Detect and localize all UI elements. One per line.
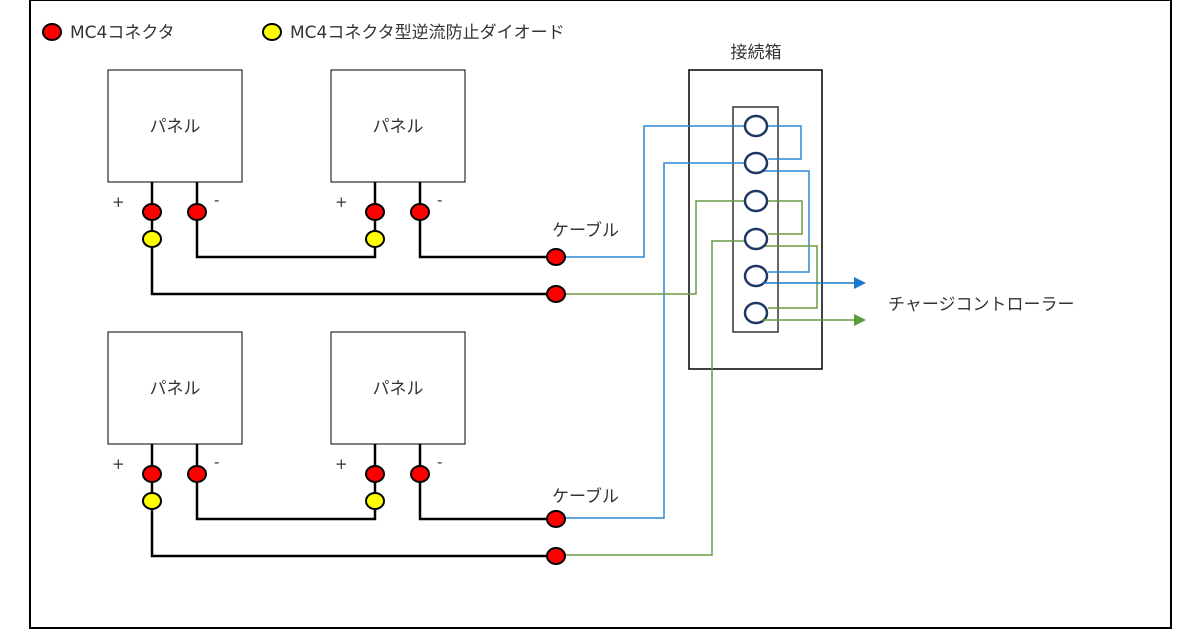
cable-connector-minus-icon	[546, 248, 566, 266]
diode-connector-icon	[365, 230, 385, 248]
diagram-frame	[29, 0, 1172, 629]
diode-connector-icon	[142, 492, 162, 510]
solar-panel: パネル + -	[330, 331, 466, 473]
cable-label-lower: ケーブル	[552, 486, 619, 507]
wire-lower-minus	[565, 162, 744, 519]
plus-label: +	[335, 455, 348, 473]
solar-panel: パネル + -	[107, 331, 243, 473]
terminal-icon	[743, 189, 769, 213]
mc4-connector-icon	[410, 465, 430, 483]
legend-label-connector: MC4コネクタ	[70, 23, 175, 43]
terminal-icon	[743, 151, 769, 175]
plus-label: +	[112, 193, 125, 211]
panel-label: パネル	[150, 379, 201, 399]
arrow-right-green-icon	[854, 314, 866, 326]
panel-box	[107, 331, 243, 445]
legend: MC4コネクタ MC4コネクタ型逆流防止ダイオード	[42, 23, 565, 43]
plus-label: +	[335, 193, 348, 211]
legend-label-diode: MC4コネクタ型逆流防止ダイオード	[290, 23, 565, 43]
wire-upper-minus	[565, 125, 744, 258]
mc4-connector-icon	[365, 465, 385, 483]
cable-wires	[565, 125, 818, 556]
minus-label: -	[437, 453, 442, 471]
plus-label: +	[112, 455, 125, 473]
diode-connector-icon	[365, 492, 385, 510]
junction-box: 接続箱	[688, 43, 823, 370]
terminal-icon	[743, 227, 769, 251]
bus-blue-2	[764, 170, 810, 273]
mc4-connector-icon	[187, 203, 207, 221]
terminal-strip	[732, 106, 779, 333]
bus-green-2	[764, 245, 818, 309]
mc4-connector-icon	[142, 203, 162, 221]
panel-label: パネル	[373, 379, 424, 399]
mc4-connector-icon	[187, 465, 207, 483]
cable-connector-plus-icon	[546, 285, 566, 303]
mc4-connector-icon	[142, 465, 162, 483]
red-connector-dot-icon	[42, 23, 62, 41]
wire-lower-plus	[565, 240, 744, 556]
cable-connector-plus-icon	[546, 547, 566, 565]
connectors-group	[142, 203, 566, 565]
panel-label: パネル	[373, 117, 424, 137]
cable-label-upper: ケーブル	[552, 220, 619, 241]
charge-controller-label: チャージコントローラー	[888, 295, 1075, 315]
mc4-connector-icon	[410, 203, 430, 221]
black-wires	[150, 182, 548, 558]
panel-box	[330, 331, 466, 445]
diode-connector-icon	[142, 230, 162, 248]
solar-panel: パネル + -	[330, 69, 466, 211]
minus-label: -	[214, 453, 219, 471]
junction-box-label: 接続箱	[731, 43, 782, 63]
bus-green-1	[768, 200, 803, 235]
solar-panel: パネル + -	[107, 69, 243, 211]
terminal-icon	[743, 114, 769, 138]
minus-label: -	[214, 191, 219, 209]
yellow-diode-dot-icon	[262, 23, 282, 41]
minus-label: -	[437, 191, 442, 209]
output-arrows: チャージコントローラー	[762, 277, 1075, 326]
terminal-icon	[743, 264, 769, 288]
panel-box	[330, 69, 466, 183]
panels-group: パネル + - パネル + - パネル + - パネル + -	[107, 69, 466, 473]
arrow-right-blue-icon	[854, 277, 866, 289]
mc4-connector-icon	[365, 203, 385, 221]
terminal-icon	[743, 301, 769, 325]
panel-box	[107, 69, 243, 183]
cable-connector-minus-icon	[546, 510, 566, 528]
wire-upper-plus	[565, 200, 744, 295]
terminals-group	[743, 114, 769, 325]
panel-label: パネル	[150, 117, 201, 137]
bus-blue-1	[768, 125, 802, 160]
